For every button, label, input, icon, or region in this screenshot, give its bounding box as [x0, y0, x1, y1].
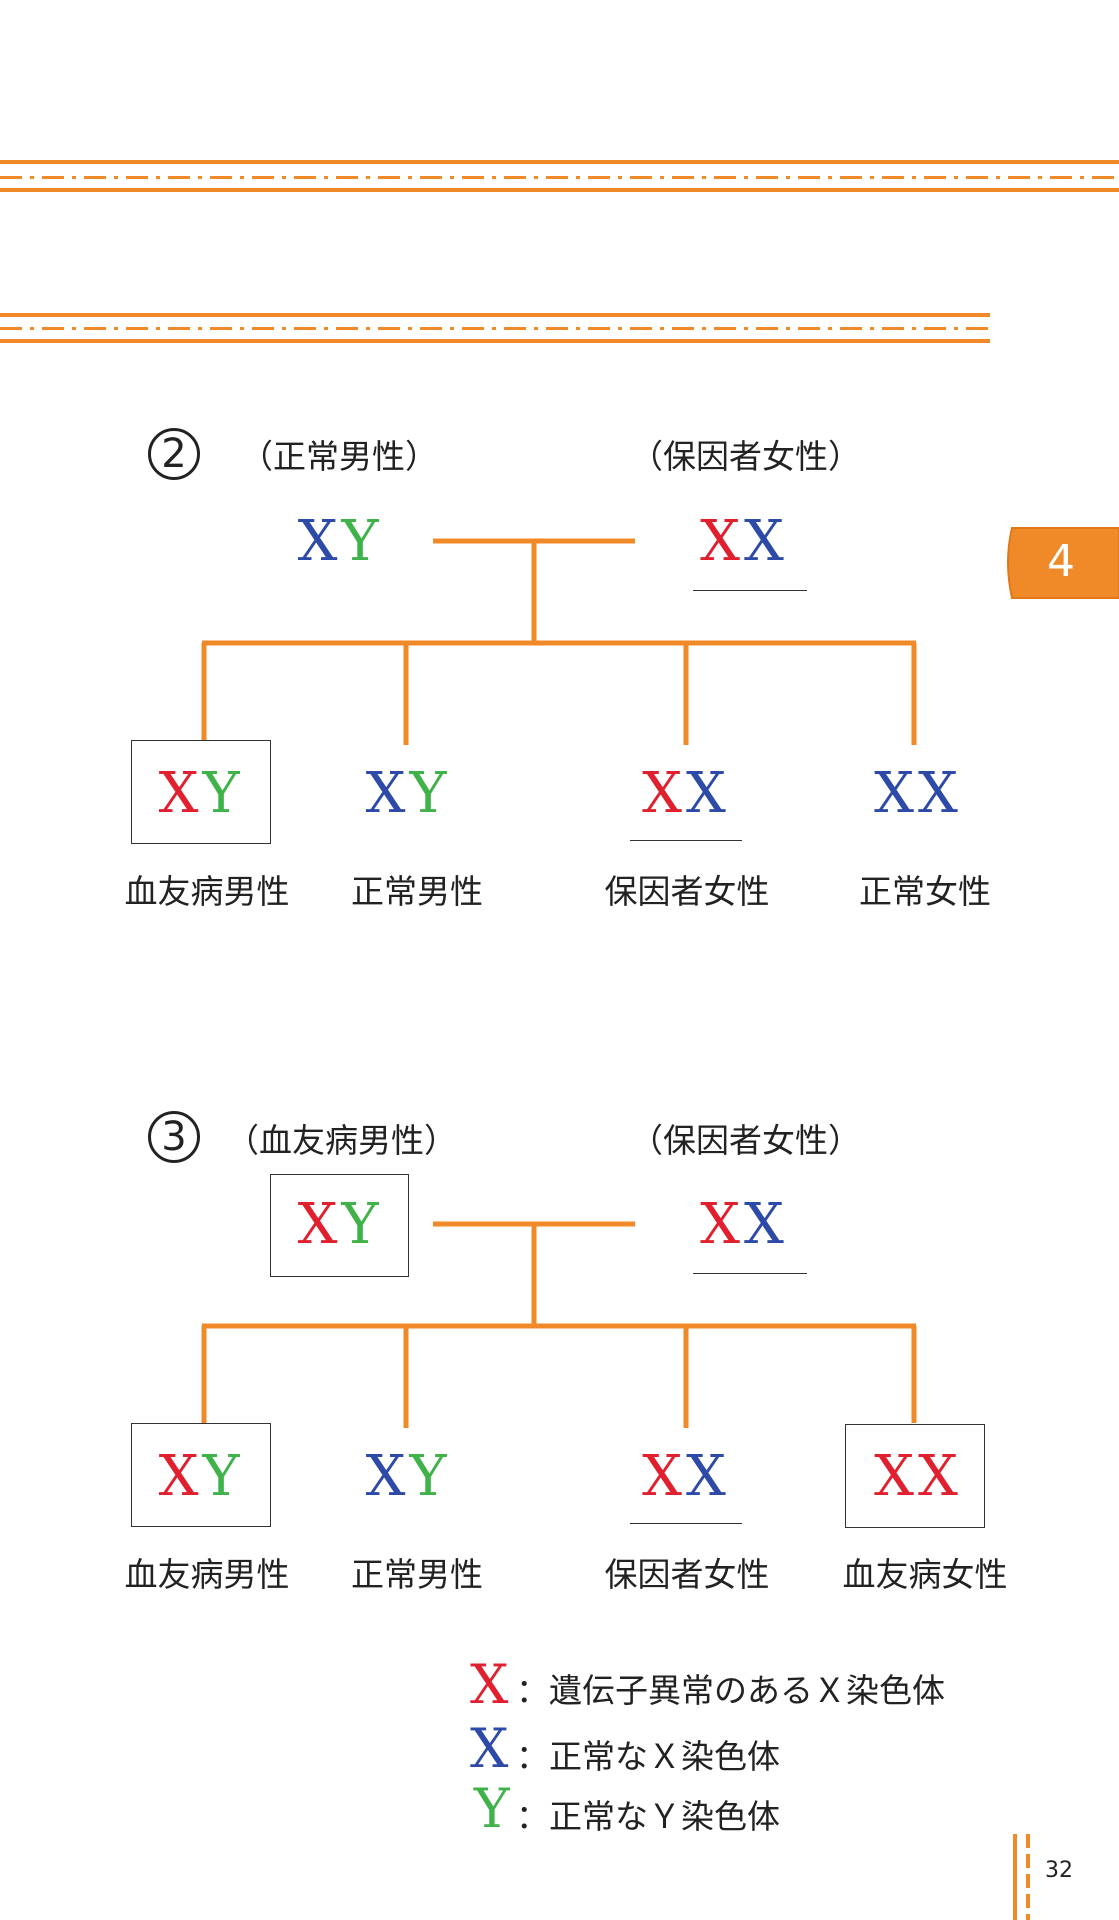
page-edge-bar — [1013, 1834, 1017, 1920]
chromosome-x-abnormal: X — [642, 1444, 686, 1509]
diagram3-pedigree-lines — [201, 1221, 917, 1428]
diagram3-father-genotype: XY — [298, 1197, 383, 1253]
diagram3-child2-genotype: XY — [366, 1449, 451, 1505]
diagram2-child4-genotype: XX — [874, 766, 962, 822]
page-number: 32 — [1045, 1858, 1073, 1883]
diagram3-child1-label: 血友病男性 — [124, 1555, 290, 1594]
chromosome-y-normal: Y — [409, 761, 451, 826]
diagram3-mother-genotype: XX — [700, 1197, 788, 1253]
chromosome-x-normal: X — [874, 761, 918, 826]
chromosome-x-normal: X — [744, 509, 788, 574]
legend-normal-x-glyph: X — [470, 1717, 509, 1780]
header-band-top-dash — [0, 176, 1119, 179]
chromosome-x-abnormal: X — [918, 1444, 962, 1509]
chromosome-y-normal: Y — [202, 1444, 244, 1509]
chromosome-x-abnormal: X — [297, 1192, 342, 1257]
diagram3-father-label: （血友病男性） — [226, 1121, 457, 1160]
diagram3-child4-genotype: XX — [874, 1449, 962, 1505]
legend-normal-y-glyph: Y — [474, 1777, 510, 1840]
diagram2-child1-genotype: XY — [159, 766, 244, 822]
legend-normal-x-text: ：正常なＸ染色体 — [516, 1737, 780, 1776]
header-band-top-line-2 — [0, 188, 1119, 192]
page-edge-bar-dashed — [1026, 1834, 1030, 1920]
diagram3-child3-genotype: XX — [642, 1449, 730, 1505]
diagram2-child3-genotype: XX — [642, 766, 730, 822]
diagram3-mother-underline — [693, 1273, 807, 1274]
diagram2-child1-affected-box — [131, 740, 271, 844]
diagram2-child3-label: 保因者女性 — [604, 872, 770, 911]
chapter-tab — [1007, 527, 1119, 599]
chromosome-x-abnormal: X — [158, 1444, 203, 1509]
chromosome-x-abnormal: X — [642, 761, 686, 826]
chromosome-x-normal: X — [686, 761, 730, 826]
chromosome-x-normal: X — [918, 761, 962, 826]
chromosome-y-normal: Y — [409, 1444, 451, 1509]
diagram3-child4-affected-box — [845, 1424, 985, 1528]
chapter-number: 4 — [1047, 536, 1075, 587]
chromosome-x-abnormal: X — [700, 1192, 744, 1257]
chromosome-x-abnormal: X — [874, 1444, 918, 1509]
header-band-top-line — [0, 160, 1119, 164]
diagram2-marker: 2 — [148, 428, 200, 480]
diagram2-pedigree-lines — [201, 538, 917, 745]
diagram2-father-genotype: XY — [298, 514, 383, 570]
diagram2-child2-genotype: XY — [366, 766, 451, 822]
chromosome-x-abnormal: X — [700, 509, 744, 574]
diagram3-marker: 3 — [148, 1111, 200, 1163]
diagram2-child2-label: 正常男性 — [351, 872, 483, 911]
diagram2-marker-number: 2 — [161, 431, 187, 477]
chromosome-x-normal: X — [686, 1444, 730, 1509]
header-band-bottom-line — [0, 313, 990, 317]
diagram3-child1-affected-box — [131, 1423, 271, 1527]
chromosome-x-normal: X — [365, 1444, 410, 1509]
diagram2-mother-genotype: XX — [700, 514, 788, 570]
diagram2-child3-underline — [630, 840, 742, 841]
diagram2-father-label: （正常男性） — [240, 437, 438, 476]
header-band-bottom-dash — [0, 327, 990, 330]
diagram3-child2-label: 正常男性 — [351, 1555, 483, 1594]
diagram2-child4-label: 正常女性 — [859, 872, 991, 911]
diagram2-mother-underline — [693, 590, 807, 591]
legend-abnormal-x-glyph: X — [470, 1653, 509, 1716]
diagram3-marker-number: 3 — [161, 1114, 187, 1160]
diagram3-father-affected-box — [270, 1174, 409, 1277]
legend-normal-y-text: ：正常なＹ染色体 — [516, 1797, 780, 1836]
diagram3-child3-underline — [630, 1523, 742, 1524]
chromosome-y-normal: Y — [341, 509, 383, 574]
legend-abnormal-x-text: ：遺伝子異常のあるＸ染色体 — [516, 1671, 945, 1710]
chromosome-x-normal: X — [365, 761, 410, 826]
diagram3-mother-label: （保因者女性） — [630, 1121, 861, 1160]
chromosome-x-normal: X — [744, 1192, 788, 1257]
chromosome-x-abnormal: X — [158, 761, 203, 826]
chromosome-x-normal: X — [297, 509, 342, 574]
diagram3-child4-label: 血友病女性 — [842, 1555, 1008, 1594]
chromosome-y-normal: Y — [341, 1192, 383, 1257]
header-band-bottom-line-2 — [0, 339, 990, 343]
diagram2-mother-label: （保因者女性） — [630, 437, 861, 476]
chromosome-y-normal: Y — [202, 761, 244, 826]
diagram3-child1-genotype: XY — [159, 1449, 244, 1505]
diagram3-child3-label: 保因者女性 — [604, 1555, 770, 1594]
diagram2-child1-label: 血友病男性 — [124, 872, 290, 911]
